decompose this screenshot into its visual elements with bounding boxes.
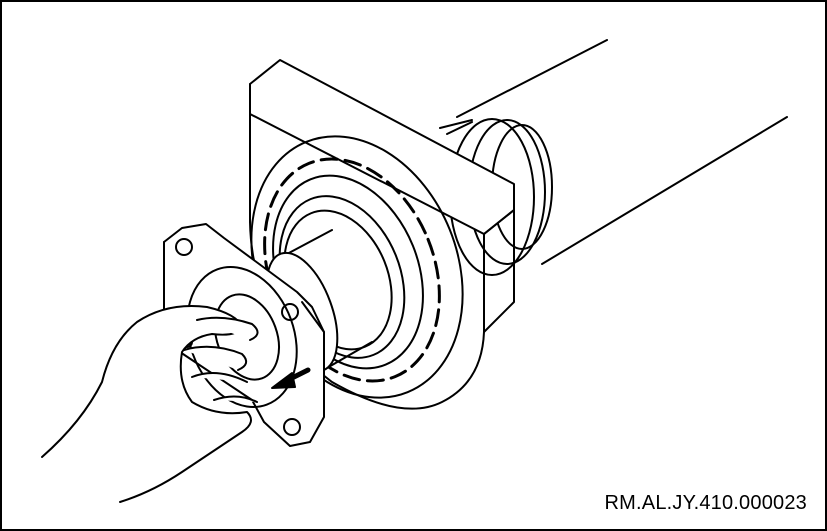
- bearing-bracket: [249, 59, 515, 410]
- hand: [41, 305, 259, 503]
- flange-hole-2: [281, 303, 299, 321]
- direction-arrow: [271, 367, 311, 389]
- flange-hole-1: [175, 238, 193, 256]
- flange-hole-3: [283, 418, 301, 436]
- shaft-tube: [446, 39, 788, 265]
- reference-code: RM.AL.JY.410.000023: [604, 492, 807, 514]
